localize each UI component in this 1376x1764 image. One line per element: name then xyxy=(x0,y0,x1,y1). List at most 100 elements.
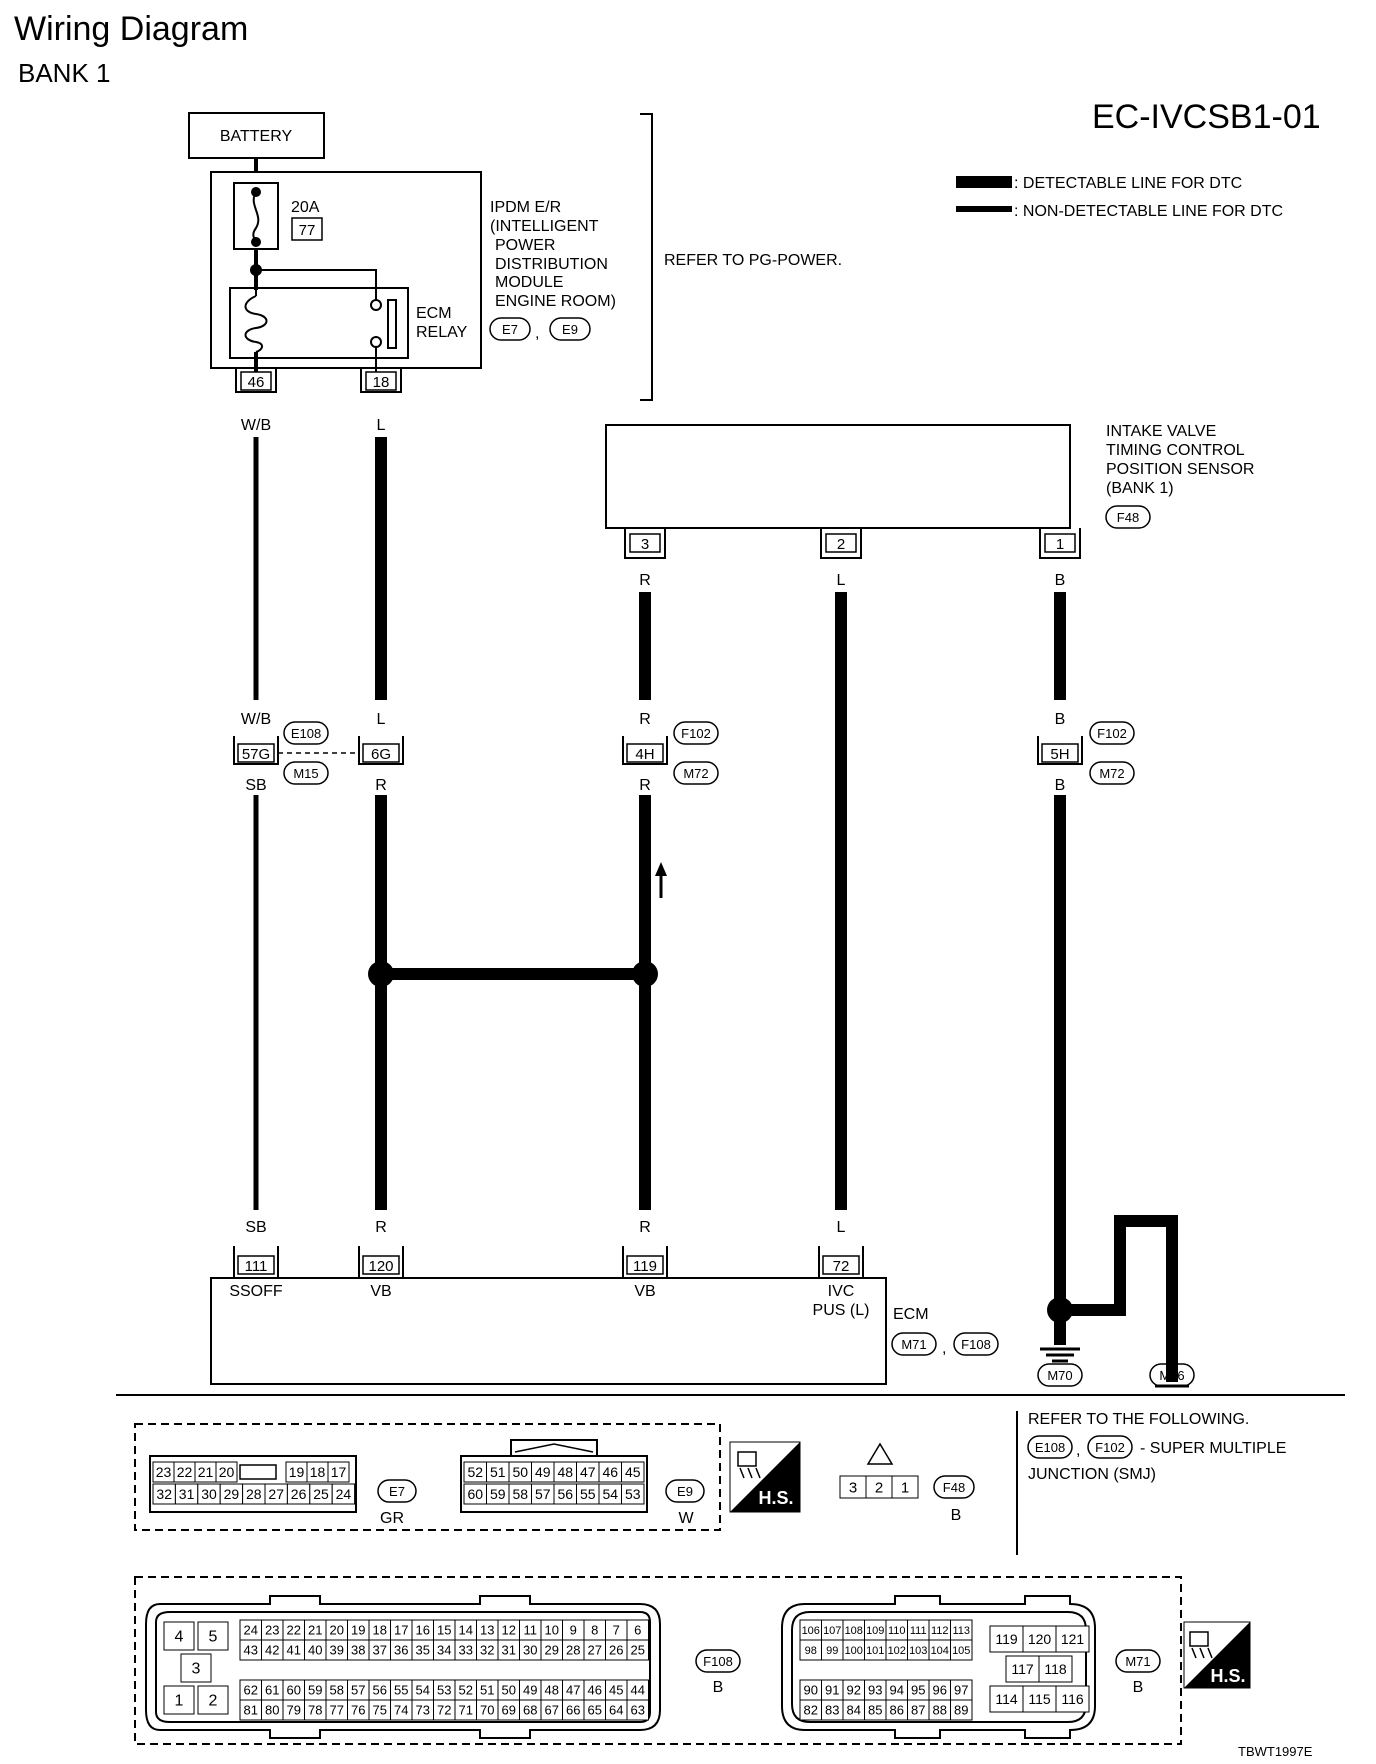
jct-left-top-l: L xyxy=(377,711,386,728)
f108-color: B xyxy=(713,1679,724,1696)
sensor-pin-3: 3 xyxy=(624,528,666,559)
pin-number: 13 xyxy=(480,1623,494,1638)
pin-number: 48 xyxy=(545,1683,559,1698)
pin-number: 3 xyxy=(849,1479,857,1496)
pin-number: 8 xyxy=(591,1623,598,1638)
hs-badge-icon: H.S. xyxy=(729,1441,801,1513)
pin-number: 4 xyxy=(175,1629,184,1646)
diagram-code: EC-IVCSB1-01 xyxy=(1092,98,1321,136)
pin-number: 110 xyxy=(888,1625,906,1637)
jct-left-bot-r: R xyxy=(375,777,387,794)
pin-number: 80 xyxy=(265,1703,279,1718)
pin-number: 31 xyxy=(179,1486,195,1502)
pin-number: 27 xyxy=(268,1486,284,1502)
ecm-connector-f108: F108 xyxy=(961,1337,991,1352)
ipdm-name-3: POWER xyxy=(495,237,555,254)
relay-contact-icon xyxy=(387,299,397,349)
ecm-connector-m71: M71 xyxy=(901,1337,926,1352)
page-title: Wiring Diagram xyxy=(14,10,248,48)
pin-number: 37 xyxy=(373,1643,387,1658)
jct-right-conn-m72: M72 xyxy=(1099,766,1124,781)
pin-cell xyxy=(327,1461,350,1483)
svg-text:3: 3 xyxy=(641,536,649,553)
pin-number: 82 xyxy=(804,1703,818,1718)
ecm-term-pus: PUS (L) xyxy=(813,1302,870,1319)
pin-number: 87 xyxy=(911,1703,925,1718)
pin-cell xyxy=(626,1699,649,1721)
wire-color-wb-top: W/B xyxy=(241,417,271,434)
pin-number: 47 xyxy=(580,1464,596,1480)
ipdm-connector-e7: E7 xyxy=(502,322,518,337)
pin-number: 102 xyxy=(888,1645,906,1657)
pin-cell xyxy=(1022,1685,1057,1713)
pin-number: 43 xyxy=(244,1643,258,1658)
relay-label-2: RELAY xyxy=(416,324,468,341)
wire-color-sensor-l: L xyxy=(837,572,846,589)
pin-number: 19 xyxy=(351,1623,365,1638)
pin-number: 86 xyxy=(890,1703,904,1718)
sensor-box xyxy=(605,424,1071,529)
pin-number: 84 xyxy=(847,1703,861,1718)
legend: : DETECTABLE LINE FOR DTC : NON-DETECTAB… xyxy=(956,175,1283,220)
pin-number: 62 xyxy=(244,1683,258,1698)
ecm-pin-72: 72 xyxy=(818,1246,864,1279)
sensor-name-4: (BANK 1) xyxy=(1106,480,1174,497)
pin-number: 72 xyxy=(437,1703,451,1718)
jct-mid-conn-m72: M72 xyxy=(683,766,708,781)
key-slot xyxy=(239,1464,277,1480)
svg-text:H.S.: H.S. xyxy=(1210,1666,1245,1686)
pin-number: 50 xyxy=(512,1464,528,1480)
pin-number: 119 xyxy=(995,1631,1018,1647)
pin-number: 91 xyxy=(825,1683,839,1698)
pin-number: 78 xyxy=(308,1703,322,1718)
pin-number: 61 xyxy=(265,1683,279,1698)
pin-number: 121 xyxy=(1061,1631,1085,1647)
e9-color: W xyxy=(678,1510,694,1527)
ecm-wire-r2: R xyxy=(639,1219,651,1236)
ground-wire-b2: B xyxy=(1115,1256,1126,1273)
ecm-wire-r1: R xyxy=(375,1219,387,1236)
svg-text:57G: 57G xyxy=(242,746,270,763)
pin-number: 103 xyxy=(909,1645,927,1657)
ipdm-name-1: IPDM E/R xyxy=(490,199,561,216)
pin-number: 10 xyxy=(545,1623,559,1638)
pin-number: 29 xyxy=(224,1486,240,1502)
pin-number: 57 xyxy=(535,1486,551,1502)
pin-number: 52 xyxy=(467,1464,483,1480)
hs-badge-icon-2: H.S. xyxy=(1183,1621,1251,1689)
svg-text:2: 2 xyxy=(837,536,845,553)
pin-cell xyxy=(197,1685,229,1715)
relay-coil-icon xyxy=(244,295,268,353)
pin-number: 47 xyxy=(566,1683,580,1698)
pin-number: 113 xyxy=(952,1625,970,1637)
figure-id: TBWT1997E xyxy=(1238,1744,1313,1759)
pin-number: 2 xyxy=(209,1693,218,1710)
pin-number: 57 xyxy=(351,1683,365,1698)
pin-number: 106 xyxy=(802,1625,820,1637)
pin-number: 111 xyxy=(910,1625,927,1637)
pin-number: 77 xyxy=(330,1703,344,1718)
f48-color: B xyxy=(951,1507,962,1524)
pin-number: 94 xyxy=(890,1683,904,1698)
page-subtitle: BANK 1 xyxy=(18,58,111,88)
pin-number: 1 xyxy=(175,1693,184,1710)
pin-number: 30 xyxy=(523,1643,537,1658)
ground-wire-b3: B xyxy=(1167,1256,1178,1273)
jct-left-conn-e108: E108 xyxy=(291,726,321,741)
pin-number: 45 xyxy=(609,1683,623,1698)
refer-conn-e108: E108 xyxy=(1035,1440,1065,1455)
pin-number: 3 xyxy=(192,1661,201,1678)
pin-number: 26 xyxy=(291,1486,307,1502)
jct-pin-4h: 4H xyxy=(622,736,668,765)
pin-number: 56 xyxy=(557,1486,573,1502)
pin-number: 95 xyxy=(911,1683,925,1698)
ecm-pin-119: 119 xyxy=(622,1246,668,1279)
pin-number: 28 xyxy=(246,1486,262,1502)
sensor-name-2: TIMING CONTROL xyxy=(1106,442,1245,459)
pin-number: 32 xyxy=(480,1643,494,1658)
pin-number: 50 xyxy=(502,1683,516,1698)
pin-number: 45 xyxy=(625,1464,641,1480)
pin-number: 34 xyxy=(437,1643,451,1658)
pin-number: 40 xyxy=(308,1643,322,1658)
